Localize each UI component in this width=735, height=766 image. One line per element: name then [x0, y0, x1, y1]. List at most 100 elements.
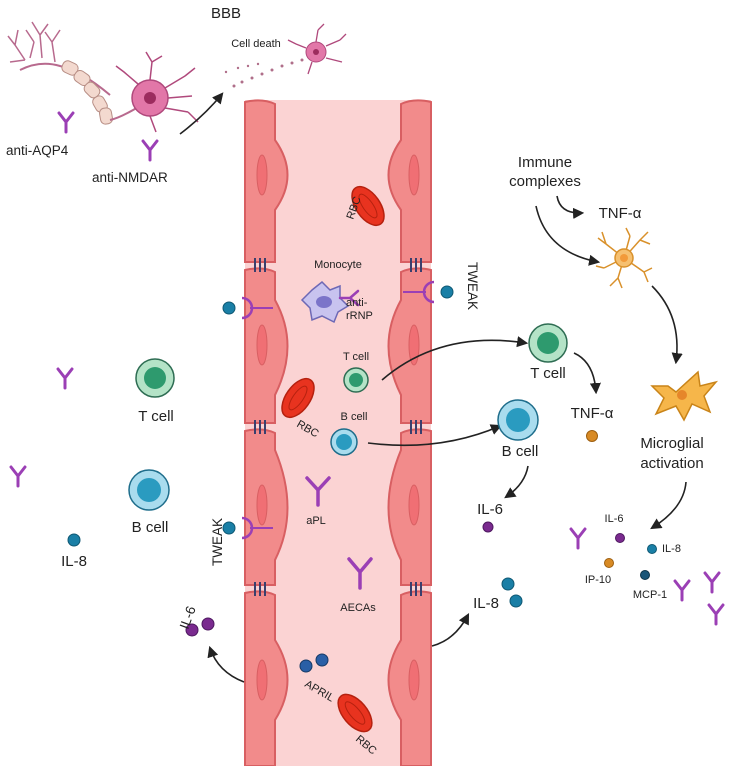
arrow-to-il6-right: [504, 465, 529, 499]
tweak-receptor-right-icon: [403, 280, 454, 304]
nucleus: [256, 659, 268, 701]
il6-small-label: IL-6: [605, 513, 624, 525]
anti-rrnp-antibody-icon: [338, 289, 360, 307]
neuron-icon: [7, 21, 199, 133]
nucleus: [256, 484, 268, 526]
nucleus: [408, 484, 420, 526]
il6-left-label: IL-6: [177, 604, 199, 631]
tight-junction: [410, 258, 422, 272]
arrow-to-activated-microglia: [651, 285, 683, 365]
tweak-left-label: TWEAK: [210, 518, 225, 566]
anti-rrnp-label-2: rRNP: [346, 310, 373, 322]
tnf-mid-label: TNF-α: [571, 405, 614, 422]
il6-right-label: IL-6: [477, 501, 503, 518]
rbc-bottom-icon: [337, 693, 373, 733]
dendrite-icon: [7, 21, 61, 63]
arrow-to-microglia: [535, 205, 601, 266]
tight-junction: [254, 582, 266, 596]
resting-microglia-icon: [595, 227, 653, 289]
microglial-label-2: activation: [640, 455, 703, 472]
antibody-icon: [141, 139, 159, 162]
anti-nmdar-label: anti-NMDAR: [92, 170, 168, 185]
anti-rrnp-label-1: anti-: [346, 297, 368, 309]
activated-microglia-icon: [650, 370, 719, 422]
dying-neuron-icon: [224, 23, 347, 88]
antibody-icon: [57, 111, 75, 134]
tnf-mid-icon: [586, 430, 598, 442]
antibody-icon: [9, 465, 27, 488]
aecas-label: AECAs: [340, 602, 376, 614]
tweak-receptor-left-bottom-icon: [222, 516, 273, 540]
immune-complexes-label-2: complexes: [509, 173, 581, 190]
arrow-to-tnf-mid: [573, 352, 601, 395]
il8-right-icon: [501, 577, 523, 608]
rbc-mid-icon: [281, 377, 315, 419]
il8-left-icon: [67, 533, 81, 547]
monocyte-icon: [300, 280, 350, 324]
t-cell-right-label: T cell: [530, 365, 566, 382]
mcp1-icon: [640, 570, 650, 580]
antibody-icon: [703, 571, 721, 594]
tight-junction: [254, 258, 266, 272]
b-cell-right-icon: [497, 399, 539, 441]
antibody-icon: [569, 527, 587, 550]
nucleus: [256, 324, 268, 366]
arrow-to-il6-left: [207, 645, 245, 683]
arrow-to-cell-death: [179, 92, 224, 135]
antibody-icon: [673, 579, 691, 602]
t-cell-vessel-label: T cell: [343, 351, 369, 363]
anti-aqp4-label: anti-AQP4: [6, 143, 69, 158]
cell-death-label: Cell death: [231, 38, 281, 50]
b-cell-left-icon: [128, 469, 170, 511]
left-nuclei: [256, 154, 268, 701]
t-cell-right-icon: [528, 323, 568, 363]
b-cell-left-label: B cell: [132, 519, 169, 536]
il8-small-label: IL-8: [662, 543, 681, 555]
nucleus: [256, 154, 268, 196]
nucleus: [408, 324, 420, 366]
immune-complexes-label-1: Immune: [518, 154, 572, 171]
tight-junction: [254, 420, 266, 434]
b-cell-right-label: B cell: [502, 443, 539, 460]
tight-junctions: [254, 258, 422, 596]
blood-vessel: [244, 99, 432, 766]
t-cell-left-label: T cell: [138, 408, 174, 425]
mcp1-label: MCP-1: [633, 589, 667, 601]
tnf-top-label: TNF-α: [599, 205, 642, 222]
tweak-receptor-left-top-icon: [222, 296, 273, 320]
il6-right-icon: [482, 521, 494, 533]
il6-small-icon: [615, 533, 625, 543]
bbb-title: BBB: [211, 5, 241, 22]
ip10-icon: [604, 558, 614, 568]
antibody-icon: [56, 367, 74, 390]
il8-small-icon: [647, 544, 657, 554]
arrow-to-il8-right: [431, 613, 470, 647]
microglial-label-1: Microglial: [640, 435, 703, 452]
arrow-to-tnf-top: [556, 195, 585, 219]
right-nuclei: [408, 154, 420, 701]
nucleus: [408, 659, 420, 701]
t-cell-left-icon: [135, 358, 175, 398]
antibody-icon: [707, 603, 725, 626]
nucleus: [408, 154, 420, 196]
tweak-right-label: TWEAK: [465, 262, 480, 310]
arrow-to-cytokines: [650, 481, 687, 530]
t-cell-vessel-icon: [343, 367, 369, 393]
rbc-top-icon: [351, 185, 385, 227]
tight-junction: [410, 582, 422, 596]
tight-junction: [410, 420, 422, 434]
b-cell-vessel-icon: [330, 428, 358, 456]
apl-label: aPL: [306, 515, 326, 527]
apl-antibody-icon: [305, 476, 331, 507]
il8-left-label: IL-8: [61, 553, 87, 570]
il8-right-label: IL-8: [473, 595, 499, 612]
arrow-b-cell-migration: [367, 424, 503, 447]
aecas-antibody-icon: [347, 557, 373, 590]
ip10-label: IP-10: [585, 574, 611, 586]
il6-left-icon: [185, 617, 215, 637]
b-cell-vessel-label: B cell: [341, 411, 368, 423]
april-icon: [299, 653, 329, 673]
monocyte-label: Monocyte: [314, 259, 362, 271]
arrow-t-cell-migration: [381, 336, 529, 381]
